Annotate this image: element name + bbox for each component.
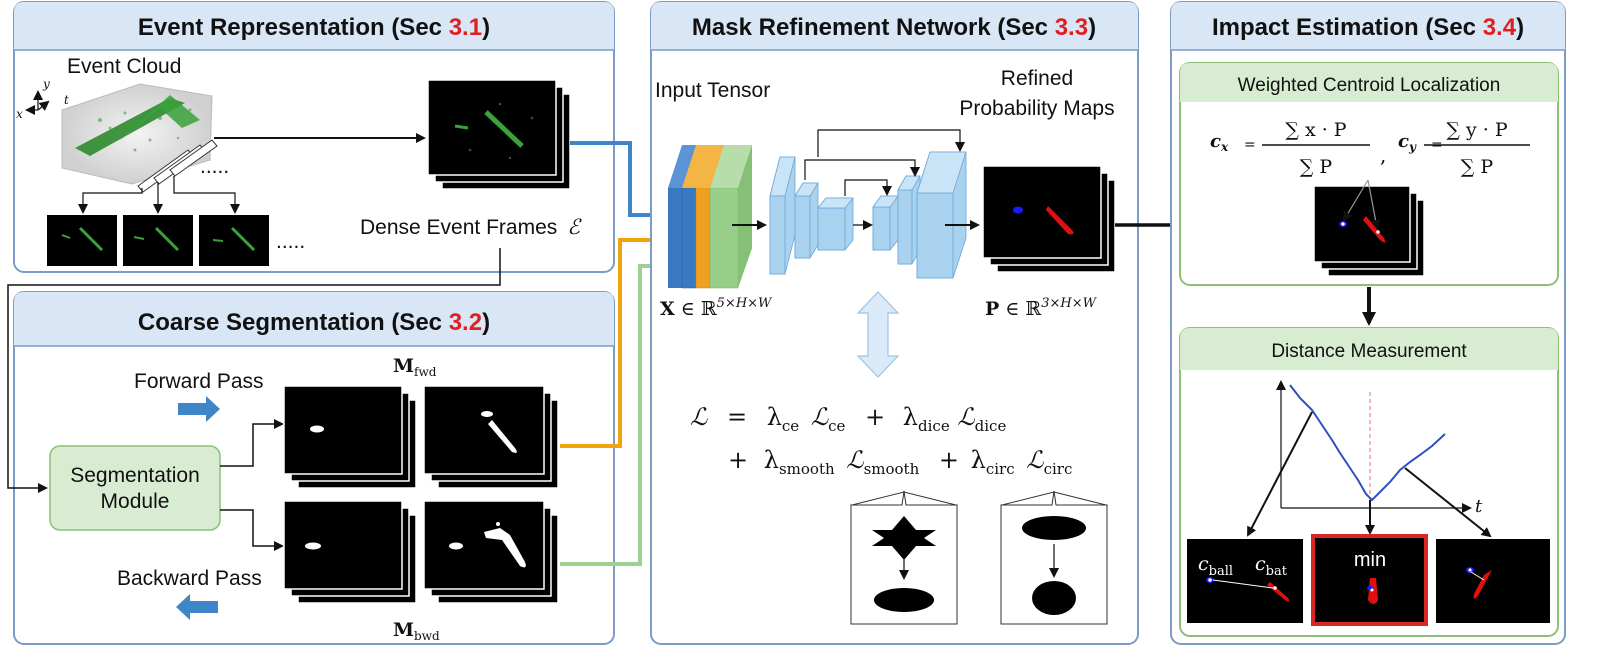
coarse-segmentation-panel: Coarse Segmentation (Sec 3.2) Forward Pa…: [13, 291, 615, 645]
blue-arrow: [570, 141, 667, 221]
cx-denominator: ∑ P: [1300, 156, 1333, 178]
refined-label-1: Refined: [1001, 67, 1073, 90]
segmentation-module: Segmentation Module: [49, 445, 221, 531]
c-ball-label: cball: [1198, 553, 1233, 579]
cx-symbol: cx: [1210, 131, 1229, 154]
skip-connections: [804, 129, 965, 230]
forward-arrow-icon: [178, 396, 220, 422]
mask-refinement-title: Mask Refinement Network (Sec 3.3): [692, 14, 1096, 41]
orange-arrow: [560, 234, 667, 448]
mask-refinement-panel: Mask Refinement Network (Sec 3.3) Input …: [650, 1, 1139, 645]
c-bat-label: cbat: [1255, 553, 1288, 579]
distance-box: Distance Measurement t cball cbat: [1179, 327, 1559, 637]
svg-text:Module: Module: [101, 490, 170, 513]
svg-text:,: ,: [1380, 143, 1386, 167]
dense-event-frames-stack: [427, 79, 571, 190]
p-tensor-formula: P∈ ℝ3×H×W: [985, 296, 1098, 320]
event-cloud-label: Event Cloud: [67, 55, 181, 78]
refined-label-2: Probability Maps: [959, 97, 1114, 120]
centroid-box: Weighted Centroid Localization cx = ∑ x …: [1179, 62, 1559, 286]
m-bwd-label: Mbwd: [393, 619, 440, 643]
loss-line-2: + λsmooth ℒsmooth + λcirc ℒcirc: [728, 446, 1072, 480]
frames-dots: .....: [276, 230, 305, 253]
distance-frame-3: [1436, 539, 1550, 623]
double-arrow-icon: [856, 291, 900, 378]
fwd-mask-stack-1: [283, 385, 417, 489]
cy-symbol: cy: [1398, 131, 1417, 154]
slices-dots: .....: [200, 155, 229, 178]
cx-numerator: ∑ x · P: [1285, 119, 1346, 141]
event-representation-panel: Event Representation (Sec 3.1) Event Clo…: [13, 1, 615, 273]
axis-x-label: x: [16, 107, 23, 121]
coarse-segmentation-title: Coarse Segmentation (Sec 3.2): [138, 309, 490, 336]
distance-plot: t: [1276, 380, 1483, 517]
svg-text:Segmentation: Segmentation: [70, 464, 200, 487]
time-slices: [137, 139, 218, 193]
small-event-frame-2: [123, 215, 193, 266]
distance-frame-min: min: [1311, 534, 1428, 626]
t-axis-label: t: [1475, 496, 1483, 517]
fwd-mask-stack-2: [423, 385, 559, 489]
impact-estimation-panel: Impact Estimation (Sec 3.4) Weighted Cen…: [1170, 1, 1566, 645]
impact-estimation-title: Impact Estimation (Sec 3.4): [1212, 14, 1524, 41]
axes-icon: [25, 90, 50, 115]
distance-title: Distance Measurement: [1271, 341, 1467, 362]
dense-to-seg-connector: [7, 248, 501, 493]
input-tensor: [668, 145, 752, 289]
min-label: min: [1354, 549, 1386, 571]
bwd-mask-stack-1: [283, 500, 417, 604]
cy-numerator: ∑ y · P: [1446, 119, 1507, 141]
input-tensor-label: Input Tensor: [655, 79, 770, 102]
axis-y-label: y: [42, 77, 50, 91]
refined-probability-maps: [982, 165, 1116, 273]
event-representation-title: Event Representation (Sec 3.1): [138, 14, 490, 41]
small-event-frame-1: [47, 215, 117, 266]
unet-blocks: [769, 151, 967, 279]
small-event-frame-3: [199, 215, 269, 266]
slice-connectors: [78, 176, 240, 214]
m-fwd-label: Mfwd: [393, 355, 437, 379]
circularity-illustration: [1000, 490, 1108, 625]
svg-text:=: =: [1244, 137, 1256, 153]
backward-pass-label: Backward Pass: [117, 567, 262, 590]
axis-t-label: t: [64, 93, 69, 107]
x-tensor-formula: X∈ ℝ5×H×W: [660, 296, 773, 320]
distance-frame-1: cball cbat: [1187, 539, 1303, 623]
backward-arrow-icon: [176, 594, 218, 620]
loss-line-1: ℒ = λce ℒce + λdice ℒdice: [690, 403, 1006, 437]
forward-pass-label: Forward Pass: [134, 370, 264, 393]
event-cloud: [61, 83, 213, 185]
centroid-title: Weighted Centroid Localization: [1238, 75, 1501, 96]
centroid-frame-stack: [1313, 179, 1425, 277]
cy-denominator: ∑ P: [1461, 156, 1494, 178]
bwd-mask-stack-2: [423, 500, 559, 604]
smoothness-illustration: [850, 490, 958, 625]
